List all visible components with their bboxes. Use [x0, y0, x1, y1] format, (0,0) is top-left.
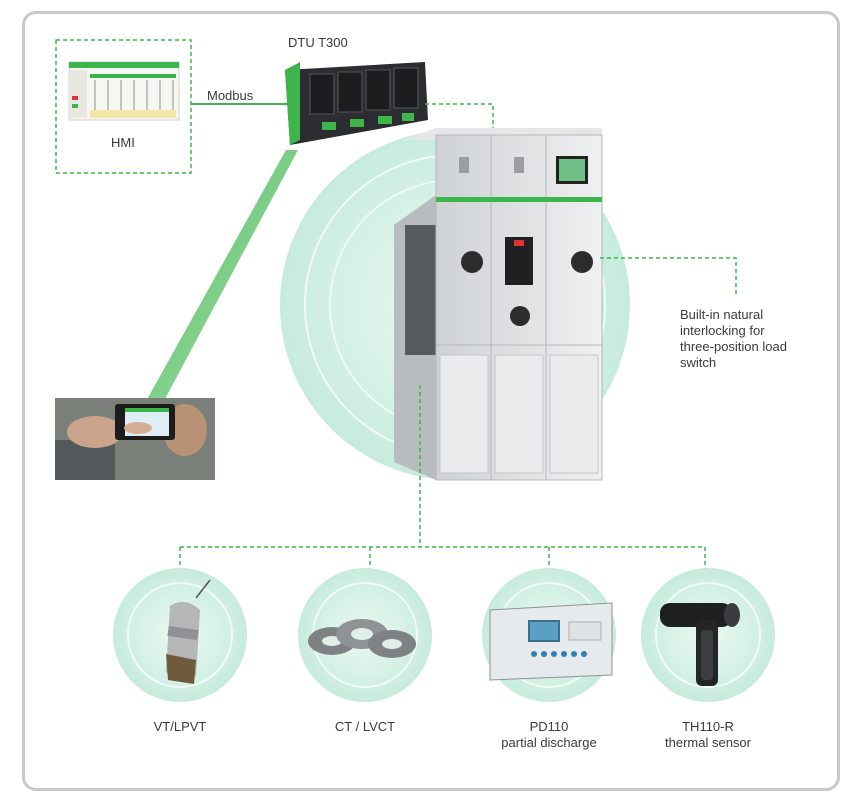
interlock-annotation-line-3: three-position load [680, 339, 787, 354]
th110-r-sensor-icon [660, 603, 740, 686]
sensor-th-name: TH110-R [682, 719, 734, 734]
phone-photo-icon [55, 398, 215, 480]
interlock-annotation-line-1: Built-in natural [680, 307, 764, 322]
diagram-frame [22, 11, 840, 791]
sensor-pd-name: PD110 [529, 719, 569, 734]
sensor-th-label: TH110-R thermal sensor [648, 719, 768, 751]
dtu-label: DTU T300 [288, 35, 348, 50]
sensor-ct-label: CT / LVCT [315, 719, 415, 735]
pd110-device-icon [489, 602, 613, 681]
sensor-th-desc: thermal sensor [665, 735, 751, 750]
interlock-annotation-line-4: switch [680, 355, 717, 370]
hmi-screen-icon [68, 61, 180, 121]
sensor-pd-label: PD110 partial discharge [479, 719, 619, 751]
interlock-annotation: Built-in natural interlocking for three-… [680, 307, 787, 371]
ct-lvct-sensor-icon [308, 619, 416, 658]
hmi-box [55, 39, 192, 174]
sensor-ct-name: CT / LVCT [334, 719, 396, 734]
sensor-vt-label: VT/LPVT [130, 719, 230, 735]
modbus-label: Modbus [207, 88, 254, 103]
hmi-label: HMI [111, 135, 135, 150]
sensor-vt-name: VT/LPVT [153, 719, 207, 734]
wireless-beam [140, 150, 298, 412]
switchgear-cabinet-icon [394, 128, 603, 481]
dtu-device-icon [285, 62, 428, 145]
vt-lpvt-sensor-icon [166, 579, 211, 684]
sensor-pd-desc: partial discharge [501, 735, 597, 750]
interlock-annotation-link [600, 257, 737, 295]
interlock-annotation-line-2: interlocking for [680, 323, 765, 338]
